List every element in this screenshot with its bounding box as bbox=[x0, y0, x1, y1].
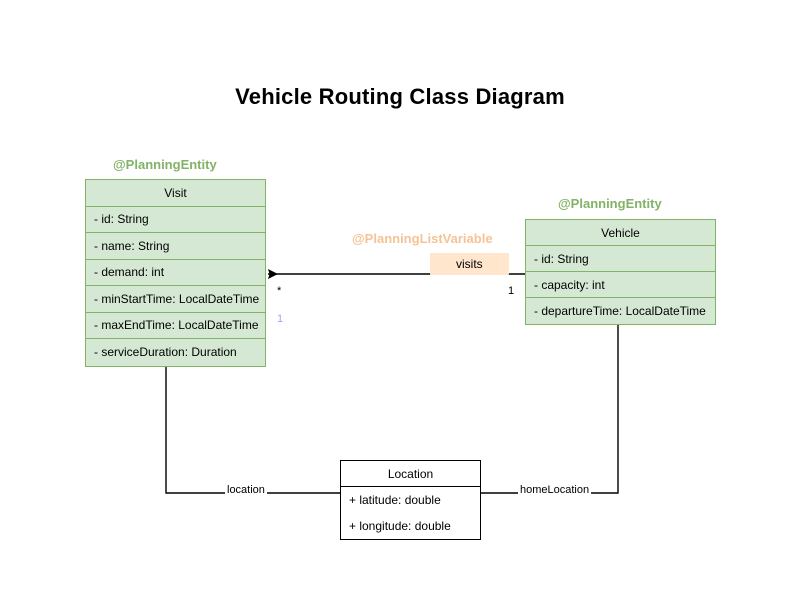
multiplicity-visits-source: * bbox=[277, 285, 282, 297]
class-vehicle-attribute: - departureTime: LocalDateTime bbox=[534, 304, 706, 318]
class-visit-attribute: - id: String bbox=[86, 207, 265, 233]
edge-label-homelocation: homeLocation bbox=[518, 484, 592, 496]
stereotype-vehicle-planning-entity: @PlanningEntity bbox=[558, 196, 662, 211]
class-vehicle-attribute: - id: String bbox=[526, 246, 715, 272]
uml-class-vehicle[interactable]: Vehicle - id: String - capacity: int - d… bbox=[525, 219, 716, 325]
page-title: Vehicle Routing Class Diagram bbox=[235, 84, 565, 109]
class-location-attribute: + latitude: double bbox=[349, 493, 441, 507]
stereotype-planning-list-variable: @PlanningListVariable bbox=[352, 231, 493, 246]
class-vehicle-name: Vehicle bbox=[526, 220, 715, 246]
class-visit-attribute: - serviceDuration: Duration bbox=[94, 345, 237, 360]
class-location-attribute: + longitude: double bbox=[349, 519, 451, 533]
edge-label-visits: visits bbox=[430, 253, 509, 275]
uml-class-visit[interactable]: Visit - id: String - name: String - dema… bbox=[85, 179, 266, 367]
class-visit-attribute: - minStartTime: LocalDateTime bbox=[86, 286, 265, 313]
class-visit-attribute: - name: String bbox=[86, 233, 265, 260]
class-vehicle-attribute: - capacity: int bbox=[526, 272, 715, 298]
edge-label-location: location bbox=[225, 484, 267, 496]
multiplicity-visits-source-alt: 1 bbox=[277, 313, 284, 325]
stereotype-visit-planning-entity: @PlanningEntity bbox=[113, 157, 217, 172]
class-location-name: Location bbox=[341, 461, 480, 487]
multiplicity-visits-target: 1 bbox=[508, 285, 515, 297]
uml-class-location[interactable]: Location + latitude: double + longitude:… bbox=[340, 460, 481, 540]
class-visit-attribute: - demand: int bbox=[86, 260, 265, 286]
class-visit-attribute: - maxEndTime: LocalDateTime bbox=[86, 313, 265, 339]
class-visit-name: Visit bbox=[86, 180, 265, 207]
